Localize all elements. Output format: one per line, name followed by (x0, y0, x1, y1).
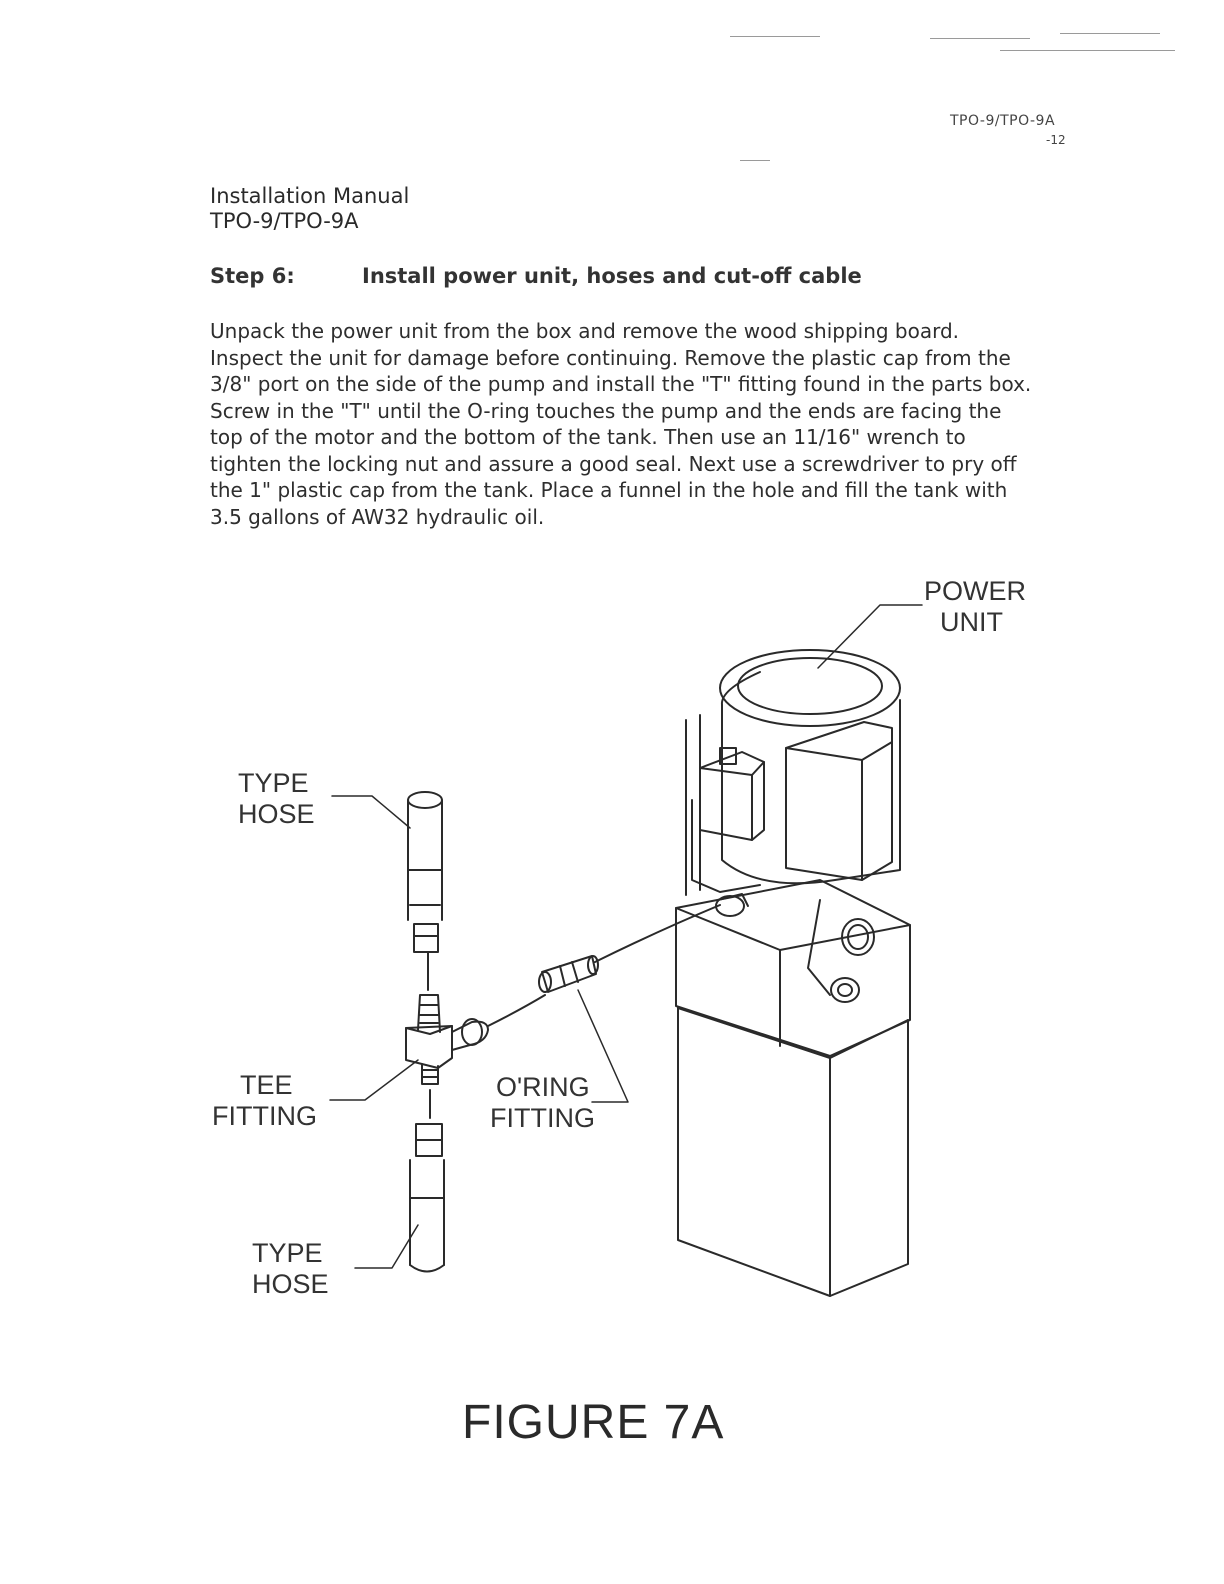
scan-artifact (1060, 33, 1160, 34)
oring-fitting-drawing (538, 955, 599, 993)
type-hose-bottom-drawing (409, 1089, 445, 1273)
label-oring-fitting-line1: O'RING (496, 1072, 590, 1102)
label-type-hose-top-line1: TYPE (238, 768, 309, 798)
label-type-hose-bottom-line2: HOSE (252, 1269, 329, 1299)
instruction-line: Inspect the unit for damage before conti… (210, 345, 1011, 370)
instruction-line: 3.5 gallons of AW32 hydraulic oil. (210, 504, 545, 529)
label-type-hose-bottom-line1: TYPE (252, 1238, 323, 1268)
document-title: Installation Manual (210, 184, 410, 208)
connecting-hose-drawing (487, 904, 721, 1027)
scan-artifact (730, 36, 820, 37)
header-page-number: -12 (1046, 133, 1066, 147)
document-model: TPO-9/TPO-9A (210, 209, 359, 233)
instruction-line: top of the motor and the bottom of the t… (210, 425, 966, 449)
scan-artifact (930, 38, 1030, 39)
instruction-line: Screw in the "T" until the O-ring touche… (210, 398, 1002, 423)
label-oring-fitting-line2: FITTING (490, 1103, 595, 1133)
label-tee-fitting-line1: TEE (240, 1070, 293, 1100)
instruction-line: tighten the locking nut and assure a goo… (210, 451, 1017, 476)
header-doc-code: TPO-9/TPO-9A (950, 113, 1056, 129)
label-oring-fitting: O'RING FITTING (490, 1072, 595, 1134)
label-tee-fitting-line2: FITTING (212, 1101, 317, 1131)
scan-artifact (1000, 50, 1175, 51)
label-power-unit-line1: POWER (924, 576, 1027, 606)
label-tee-fitting: TEE FITTING (212, 1070, 317, 1132)
label-type-hose-top: TYPE HOSE (238, 768, 315, 830)
power-unit-drawing (675, 649, 911, 1297)
label-power-unit: POWER UNIT (924, 576, 1026, 638)
tee-fitting-drawing (405, 994, 489, 1085)
step-number: Step 6: (210, 264, 295, 288)
figure-caption: FIGURE 7A (462, 1396, 725, 1449)
instruction-line: Unpack the power unit from the box and r… (210, 319, 960, 343)
type-hose-top-drawing (407, 791, 443, 991)
label-type-hose-top-line2: HOSE (238, 799, 315, 829)
label-leaders (329, 604, 923, 1269)
label-power-unit-line2: UNIT (940, 607, 1003, 637)
step-title: Install power unit, hoses and cut-off ca… (362, 264, 862, 288)
instruction-line: the 1" plastic cap from the tank. Place … (210, 478, 1008, 502)
instruction-paragraph: Unpack the power unit from the box and r… (210, 318, 1070, 530)
instruction-line: 3/8" port on the side of the pump and in… (210, 372, 1032, 396)
label-type-hose-bottom: TYPE HOSE (252, 1238, 329, 1300)
scan-artifact (740, 160, 770, 161)
